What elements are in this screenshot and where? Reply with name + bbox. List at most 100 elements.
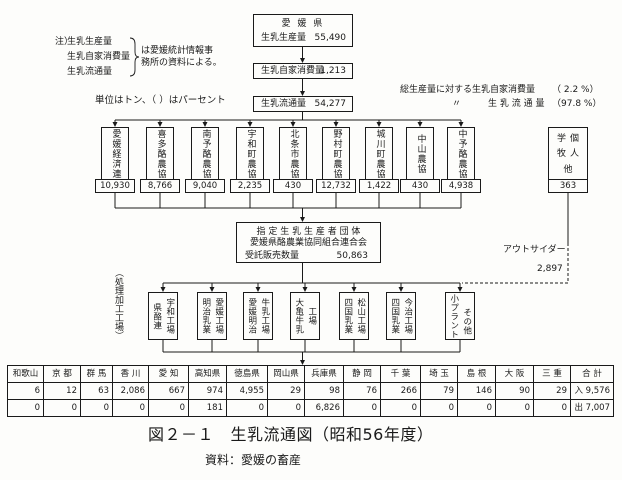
outsider-value: 2,897: [537, 264, 563, 274]
distribution-ratio-label: 生 乳 流 通 量: [488, 99, 545, 109]
plant-name-col1: 小プラント: [448, 293, 459, 339]
others-box: 学個 牧人 他: [548, 127, 588, 180]
table-header-cell: 兵庫県: [304, 365, 344, 383]
coop-volume: 12,732: [316, 179, 356, 193]
table-header-cell: 岡山県: [267, 365, 305, 383]
consignment-sales-label: 受託販売数量: [245, 251, 300, 261]
outflow-cell: 出 7,007: [570, 399, 614, 417]
coop-name: 北条市農協: [288, 128, 299, 179]
table-header-cell: 合 計: [570, 365, 614, 383]
distribution-ratio-value: （97.8 %）: [552, 99, 602, 109]
table-header-cell: 埼 玉: [420, 365, 458, 383]
plant-name-col1: 四国乳業: [342, 298, 353, 334]
plants-to-table-arrowhead: [300, 360, 305, 365]
others-row: 牧人: [556, 149, 583, 159]
note-source-line2: 務所の資料による。: [141, 58, 222, 68]
table-header-cell: 愛 知: [148, 365, 189, 383]
coop-name: 中予酪農協: [456, 128, 467, 179]
outflow-cell: 0: [112, 399, 149, 417]
plant-name-col1: 愛媛明治: [246, 298, 257, 334]
plant-name-col2: 宇和工場: [164, 298, 175, 334]
plant-name-col2: 今治工場: [402, 298, 413, 334]
plant-name-col2: その他: [461, 308, 472, 335]
ditto-mark: 〃: [452, 99, 462, 109]
outflow-cell: 0: [380, 399, 421, 417]
coop-volume: 4,938: [441, 179, 481, 193]
distribution-label: 生乳流通量: [261, 99, 307, 109]
self-consumption-box: 生乳自家消費量 1,213: [253, 63, 353, 79]
self-consumption-ratio-label: 総生産量に対する生乳自家消費量: [400, 85, 536, 95]
federation-to-plants-arrowheads: [160, 287, 463, 292]
inflow-cell: 2,086: [112, 382, 149, 400]
table-header-cell: 徳島県: [226, 365, 268, 383]
outflow-cell: 0: [148, 399, 189, 417]
federation-name: 愛媛県酪農業協同組合連合会: [249, 238, 367, 248]
outflow-cell: 0: [533, 399, 571, 417]
coop-box-shirokawa: 城川町農協: [365, 127, 393, 180]
inflow-cell: 667: [148, 382, 189, 400]
coop-name: 中山農協: [415, 133, 426, 174]
outflow-cell: 0: [267, 399, 305, 417]
note-item-self-consumption: 生乳自家消費量: [67, 52, 131, 62]
coop-volume: 8,766: [140, 179, 180, 193]
coop-box-hojo: 北条市農協: [279, 127, 307, 180]
note-item-distribution: 生乳流通量: [67, 67, 113, 77]
outflow-cell: 0: [495, 399, 534, 417]
coop-box-nakayama: 中山農協: [406, 127, 434, 180]
inflow-cell: 266: [380, 382, 421, 400]
figure-source: 資料：愛媛の畜産: [205, 453, 302, 467]
plant-box-kenrakuren-uwa: 県酪連 宇和工場: [148, 292, 178, 340]
plant-box-small-plants-other: 小プラント その他: [445, 292, 475, 340]
coop-box-kita: 喜多酪農協: [146, 127, 174, 180]
coop-box-uwa: 宇和町農協: [236, 127, 264, 180]
outflow-cell: 0: [457, 399, 496, 417]
table-header-cell: 香 川: [112, 365, 149, 383]
outflow-cell: 6,826: [304, 399, 344, 417]
outflow-cell: 0: [420, 399, 458, 417]
coop-to-federation-lines: [114, 193, 462, 221]
coop-box-nomura: 野村町農協: [322, 127, 350, 180]
inflow-cell: 4,955: [226, 382, 268, 400]
production-label: 生乳生産量: [261, 33, 307, 43]
coop-box-chuyo: 中予酪農協: [447, 127, 475, 180]
federation-title: 指 定 生 乳 生 産 者 団 体: [256, 227, 361, 237]
plants-to-table-lines: [162, 340, 461, 364]
plant-box-shikoku-imabari: 四国乳業 今治工場: [386, 292, 416, 340]
table-header-cell: 三 重: [533, 365, 571, 383]
inflow-cell: 29: [533, 382, 571, 400]
note-brace: [129, 37, 140, 77]
plant-name-col2: 松山工場: [355, 298, 366, 334]
coop-name: 野村町農協: [331, 128, 342, 179]
coop-to-federation-arrowhead: [300, 217, 305, 222]
outflow-cell: 0: [226, 399, 268, 417]
table-header-row: 和歌山京 都群 馬香 川愛 知高知県徳島県岡山県兵庫県静 岡千 葉埼 玉島 根大…: [7, 365, 614, 383]
inflow-cell: 146: [457, 382, 496, 400]
coop-name: 南予酪農協: [200, 128, 211, 179]
unit-note: 単位はトン、（ ）はパーセント: [95, 95, 226, 106]
processing-plants-label: （処理加工工場）: [113, 268, 123, 340]
inflow-cell: 79: [420, 382, 458, 400]
coop-name: 宇和町農協: [245, 128, 256, 179]
plant-box-ehime-meiji-milk: 愛媛明治 牛乳工場: [243, 292, 273, 340]
others-volume: 363: [548, 179, 588, 193]
inflow-cell: 12: [43, 382, 81, 400]
table-header-cell: 和歌山: [7, 365, 44, 383]
plant-name-col2: 愛媛工場: [213, 298, 224, 334]
outflow-cell: 0: [7, 399, 44, 417]
table-header-cell: 大 阪: [495, 365, 534, 383]
plant-box-shikoku-matsuyama: 四国乳業 松山工場: [339, 292, 369, 340]
plant-box-okame: 大亀牛乳 工場: [290, 292, 320, 340]
coop-name: 愛媛経済連: [110, 128, 121, 179]
inflow-cell: 6: [7, 382, 44, 400]
prefecture-flow-table: 和歌山京 都群 馬香 川愛 知高知県徳島県岡山県兵庫県静 岡千 葉埼 玉島 根大…: [7, 365, 614, 417]
consignment-sales-value: 50,863: [336, 251, 369, 261]
outflow-cell: 0: [343, 399, 381, 417]
outflow-cell: 0: [80, 399, 113, 417]
table-header-cell: 千 葉: [380, 365, 421, 383]
inflow-cell: 入 9,576: [570, 382, 614, 400]
distribution-box: 生乳流通量 54,277: [253, 96, 353, 112]
plant-box-meiji-ehime: 明治乳業 愛媛工場: [197, 292, 227, 340]
inflow-cell: 90: [495, 382, 534, 400]
